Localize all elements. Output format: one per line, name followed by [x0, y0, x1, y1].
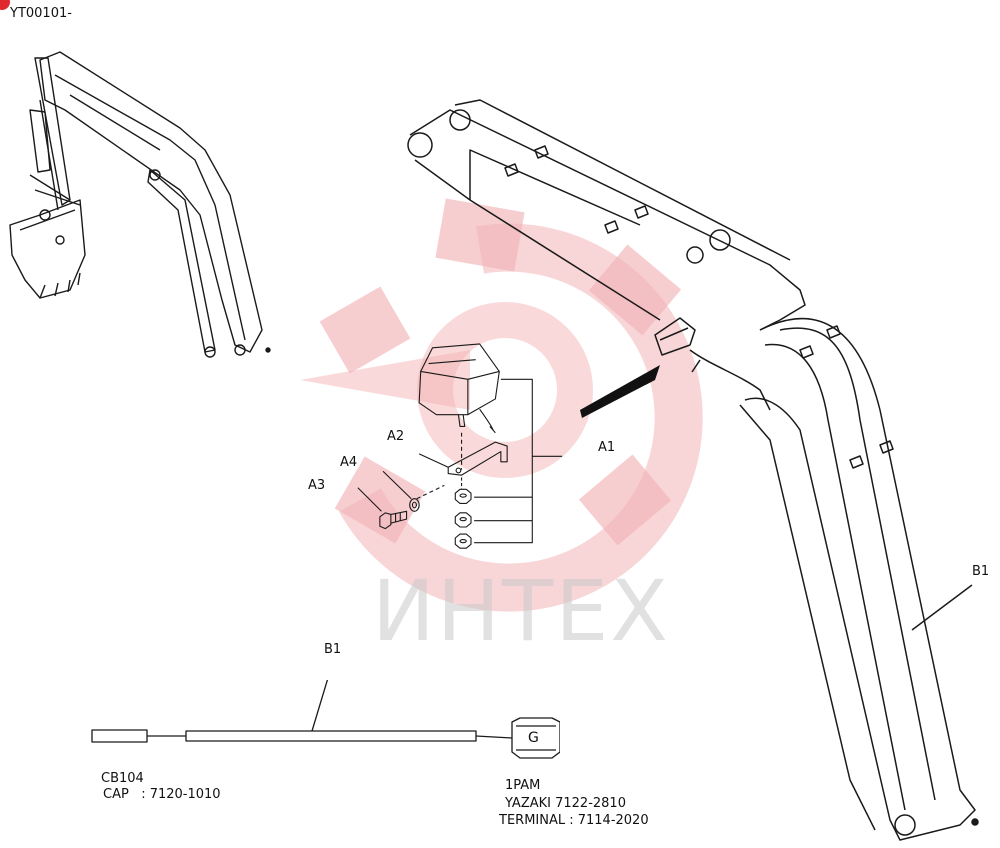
callout-a4: A4 [340, 455, 358, 470]
wire-harness-illustration [91, 680, 560, 759]
callout-a3: A3 [308, 478, 326, 493]
left-connector-cap: CAP : 7120-1010 [103, 787, 221, 802]
document-code: YT00101- [10, 6, 72, 21]
left-connector-name: CB104 [101, 771, 144, 786]
right-connector-maker: YAZAKI 7122-2810 [505, 796, 626, 811]
excavator-overview-illustration [9, 51, 271, 358]
right-connector-terminal: TERMINAL : 7114-2020 [499, 813, 649, 828]
watermark-text: ИНТЕХ [372, 562, 670, 660]
corner-badge [0, 0, 10, 10]
callout-b1-harness: B1 [324, 642, 342, 657]
work-lamp-exploded-view [357, 343, 563, 549]
callout-a2: A2 [387, 429, 405, 444]
callout-a1: A1 [598, 440, 616, 455]
boom-arm-illustration [407, 99, 979, 841]
connector-g-label: G [528, 730, 539, 746]
callout-b1-boom: B1 [972, 564, 990, 579]
right-connector-name: 1PAM [505, 778, 541, 793]
